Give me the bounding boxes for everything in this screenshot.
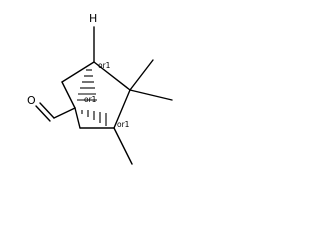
bond-c2-cho bbox=[53, 107, 76, 119]
atom-labels: H O bbox=[27, 12, 97, 107]
stereo-label-c3: or1 bbox=[117, 120, 130, 129]
hash-wedge-c2-c3 bbox=[81, 110, 107, 126]
stereo-label-c1: or1 bbox=[98, 61, 111, 70]
bond-ch2-lower-c2 bbox=[74, 107, 81, 129]
oxygen-label: O bbox=[27, 94, 36, 107]
bond-cho-o-1 bbox=[39, 102, 55, 119]
hash-wedge-c2-c1 bbox=[77, 69, 97, 101]
bond-cme2-c3 bbox=[113, 89, 131, 129]
bond-cho-o-2 bbox=[35, 105, 51, 122]
bond-ch2-left-c2 bbox=[61, 81, 76, 109]
bond-c1-ch2-left bbox=[61, 61, 95, 83]
bond-c3-methyl bbox=[113, 127, 133, 165]
bond-cme2-methyl-a bbox=[129, 59, 154, 91]
bond-c1-cme2 bbox=[93, 61, 131, 91]
stereo-labels: or1 or1 or1 bbox=[84, 61, 130, 129]
bond-cme2-methyl-b bbox=[129, 89, 173, 101]
hashed-bonds bbox=[77, 69, 107, 126]
chemical-structure: H O or1 or1 or1 bbox=[27, 12, 173, 165]
stereo-label-c2: or1 bbox=[84, 95, 97, 104]
bonds bbox=[35, 26, 173, 165]
hydrogen-label: H bbox=[89, 12, 97, 25]
